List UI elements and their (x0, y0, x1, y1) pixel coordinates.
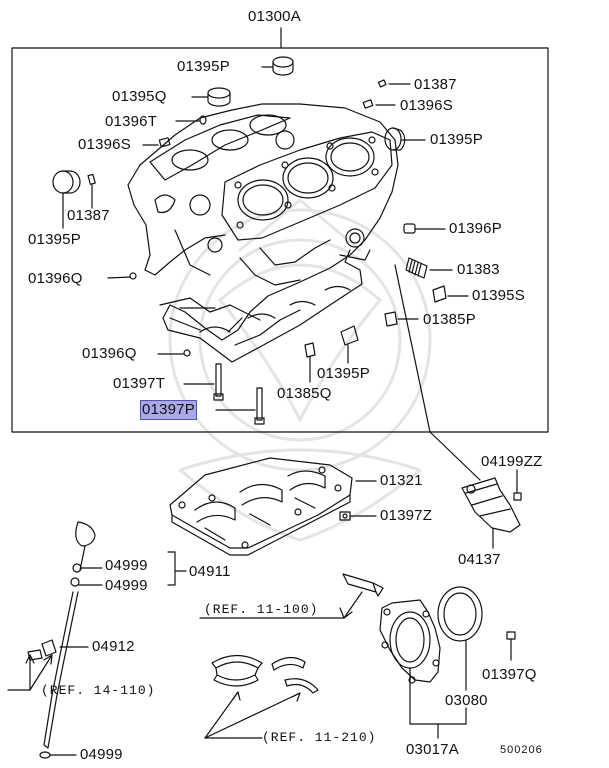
label-01387-left[interactable]: 01387 (67, 207, 110, 224)
part-01397P-bolt (254, 387, 265, 425)
part-01395P-top (272, 56, 294, 76)
label-04911[interactable]: 04911 (189, 563, 231, 580)
cylinder-block (127, 103, 399, 363)
part-01396S-top (362, 99, 374, 109)
label-04912[interactable]: 04912 (92, 638, 135, 655)
part-01395P-left (52, 170, 81, 194)
assembly-boundary (11, 47, 549, 433)
label-01396Q-bottom[interactable]: 01396Q (82, 345, 137, 362)
label-01395Q[interactable]: 01395Q (112, 88, 167, 105)
label-01395P-bottom[interactable]: 01395P (317, 365, 370, 382)
label-04999-b[interactable]: 04999 (105, 577, 148, 594)
label-01385P[interactable]: 01385P (423, 311, 476, 328)
part-03080-oil-seal (437, 586, 483, 642)
label-04999-c[interactable]: 04999 (80, 746, 123, 763)
part-01396T (199, 115, 207, 125)
part-04911-dipstick (43, 521, 96, 749)
label-01397Z[interactable]: 01397Z (380, 507, 433, 524)
label-01396S-left[interactable]: 01396S (78, 136, 131, 153)
part-01321-baffle (169, 457, 353, 556)
label-01383[interactable]: 01383 (457, 261, 500, 278)
label-01396S-top[interactable]: 01396S (400, 97, 453, 114)
label-01396T[interactable]: 01396T (105, 113, 158, 130)
label-01395P-right[interactable]: 01395P (430, 131, 483, 148)
label-03080[interactable]: 03080 (445, 692, 488, 709)
label-01395P-top[interactable]: 01395P (177, 58, 230, 75)
part-04199ZZ-bolt (513, 484, 522, 501)
part-01395Q (207, 87, 231, 107)
part-01383-spring (405, 257, 428, 279)
part-01396S-left (158, 137, 171, 148)
ref-11-100[interactable]: (REF. 11-100) (204, 602, 319, 617)
label-04999-a[interactable]: 04999 (105, 557, 148, 574)
crank-bearings (211, 654, 319, 694)
part-01387-top (377, 79, 387, 88)
sealant-tube (342, 573, 384, 597)
ref-11-210[interactable]: (REF. 11-210) (262, 730, 377, 745)
part-01387-left (87, 173, 96, 185)
label-01387-top[interactable]: 01387 (414, 76, 457, 93)
label-04137[interactable]: 04137 (458, 551, 501, 568)
part-01396Q-top (129, 272, 137, 280)
part-01395S (432, 285, 447, 303)
part-04999-oring (39, 751, 51, 759)
label-01385Q[interactable]: 01385Q (277, 385, 332, 402)
label-04199ZZ[interactable]: 04199ZZ (481, 453, 543, 470)
watermark-emblem (168, 198, 432, 542)
part-01395P-bottom (340, 325, 359, 346)
part-04137-bracket (461, 477, 521, 533)
title-label: 01300A (248, 8, 301, 25)
label-01397T[interactable]: 01397T (113, 375, 166, 392)
label-03017A[interactable]: 03017A (406, 741, 459, 758)
part-01396Q-bottom (183, 349, 191, 357)
figure-number: 500206 (500, 744, 543, 756)
label-01395S[interactable]: 01395S (472, 287, 525, 304)
part-01385Q (304, 342, 316, 358)
label-01397P-highlighted[interactable]: 01397P (140, 400, 197, 420)
label-01395P-left[interactable]: 01395P (28, 231, 81, 248)
label-01397Q[interactable]: 01397Q (482, 666, 537, 683)
label-01321[interactable]: 01321 (380, 472, 423, 489)
part-01397Q-bolt (506, 631, 516, 647)
part-01396P (403, 223, 416, 234)
part-01385P (384, 311, 398, 327)
label-01396Q-top[interactable]: 01396Q (28, 270, 83, 287)
part-01397Z (339, 511, 351, 521)
part-01397T-bolt (213, 363, 224, 401)
label-01396P[interactable]: 01396P (449, 220, 502, 237)
ref-14-110[interactable]: (REF. 14-110) (41, 683, 156, 698)
